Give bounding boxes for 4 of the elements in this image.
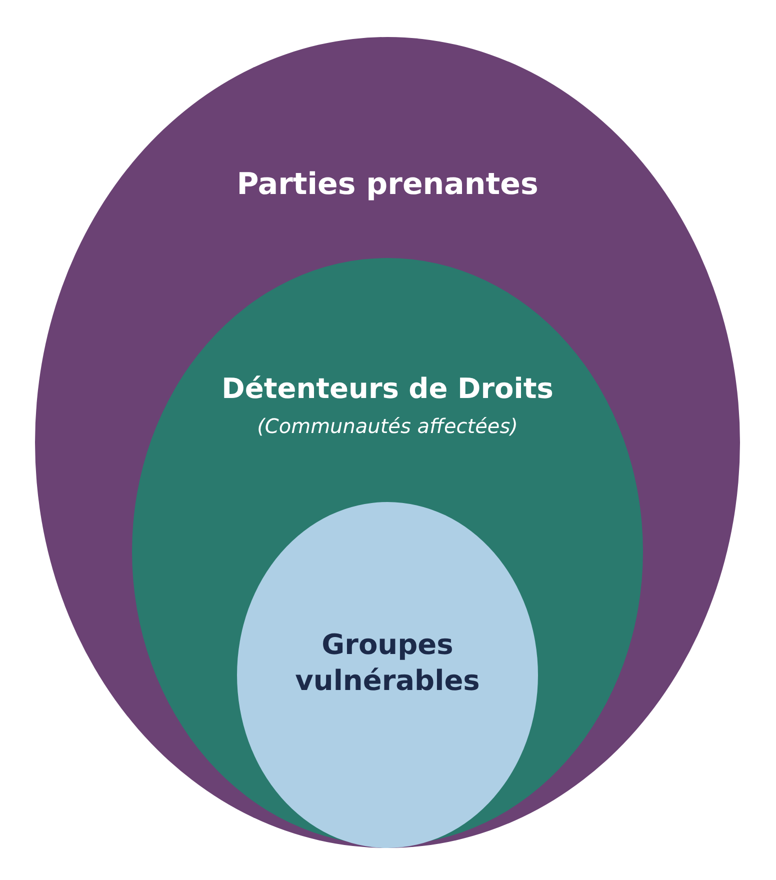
heading-text: Détenteurs de Droits bbox=[222, 371, 554, 407]
heading-text: Parties prenantes bbox=[236, 166, 538, 204]
heading-text: Groupes vulnérables bbox=[294, 627, 481, 700]
subtitle-text: (Communautés affectées) bbox=[257, 413, 518, 439]
